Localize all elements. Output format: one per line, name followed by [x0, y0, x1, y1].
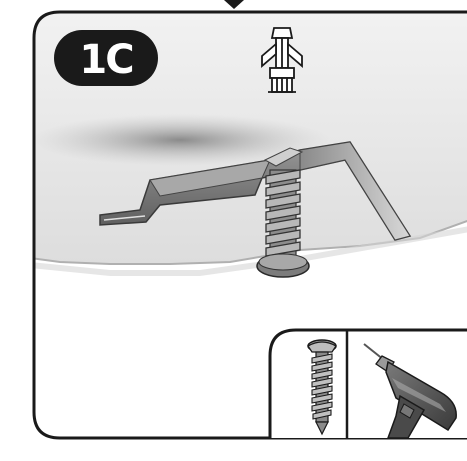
step-badge: 1C: [54, 30, 158, 86]
wall-anchor-icon: [261, 27, 303, 93]
power-drill-icon: [363, 343, 457, 438]
step-panel: [34, 12, 467, 438]
pointer-arrow-icon: [224, 0, 244, 9]
installed-screw: [256, 169, 310, 278]
tools-inset: [268, 328, 467, 438]
screw-icon: [307, 339, 337, 436]
bracket-shadow: [34, 114, 330, 166]
panel-border: [32, 10, 467, 440]
step-number: 1C: [79, 37, 132, 83]
